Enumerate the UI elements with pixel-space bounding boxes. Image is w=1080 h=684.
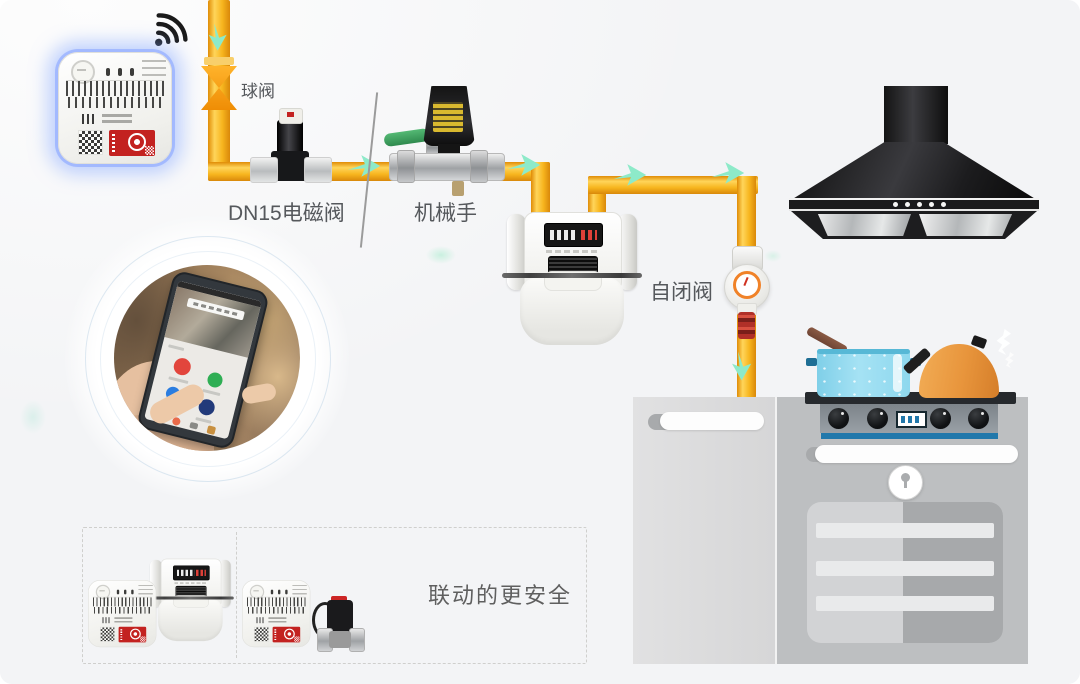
- hood-filter-left: [817, 214, 911, 236]
- app-button-valve: [205, 370, 225, 390]
- decor-smudge: [20, 400, 46, 434]
- valve-nut-right: [470, 150, 488, 183]
- app-button-alarm: [171, 356, 193, 377]
- hand-holding-phone-photo: [114, 265, 300, 451]
- actuator-warning-label: [433, 102, 463, 132]
- app-button-label: [168, 376, 189, 385]
- meter-text-line: [546, 250, 598, 253]
- speaker-icon: [82, 114, 96, 124]
- linkage-panel: [82, 527, 587, 664]
- cabinet-stove-gap: [775, 397, 777, 664]
- label-mechanical-hand: 机械手: [414, 202, 477, 225]
- hood-filter-right: [919, 214, 1013, 236]
- solenoid-cap: [279, 108, 303, 124]
- valve-red-connector: [738, 312, 755, 339]
- cabinet-handle: [660, 412, 764, 430]
- kitchen-cabinet: [633, 397, 775, 664]
- flow-arrow-icon: [710, 159, 746, 186]
- app-mini-icon: [189, 421, 199, 430]
- oven-door: [807, 502, 1003, 643]
- valve-lever-handle: [383, 127, 431, 148]
- brand-mark: [102, 114, 132, 123]
- label-ball-valve: 球阀: [241, 82, 275, 101]
- stove-blue-trim: [821, 433, 998, 439]
- hood-rim: [789, 198, 1039, 211]
- wifi-icon: [137, 1, 199, 63]
- stove-timer-display: [896, 411, 927, 428]
- smartphone: [135, 269, 271, 451]
- oven-rack-bar: [816, 596, 994, 611]
- hood-button: [893, 202, 898, 207]
- oven-rack-bar: [816, 561, 994, 576]
- certification-label: [109, 130, 155, 156]
- oven-dial: [888, 465, 923, 500]
- hood-button: [917, 202, 922, 207]
- stove-knob: [930, 408, 951, 429]
- vent-grille: [66, 80, 164, 96]
- decor-ring: [100, 251, 316, 467]
- valve-center-block: [329, 631, 351, 648]
- pot-highlight: [893, 354, 902, 392]
- vent-grille: [66, 97, 164, 108]
- hood-chimney: [884, 86, 948, 144]
- pipe-flange-band: [204, 57, 234, 65]
- pot-handle-left: [806, 358, 817, 366]
- gas-meter: [502, 211, 642, 347]
- qr-code: [78, 130, 103, 155]
- steam-puff: [1005, 352, 1014, 368]
- hood-button: [905, 202, 910, 207]
- led-legend-text: [142, 60, 166, 80]
- flow-arrow-icon: [346, 152, 382, 179]
- app-button-label: [195, 417, 212, 424]
- flow-arrow-icon: [506, 151, 542, 178]
- solenoid-flange-right: [304, 157, 332, 183]
- steam-puff: [996, 329, 1011, 355]
- stove-knob: [867, 408, 888, 429]
- decor-ring: [85, 236, 331, 482]
- meter-display: [544, 223, 603, 247]
- oven-handle: [815, 445, 1018, 463]
- label-self-closing-valve: 自闭阀: [650, 281, 713, 304]
- hood-button: [941, 202, 946, 207]
- gas-alarm-device: [58, 52, 172, 164]
- gas-pipe-meter-inlet: [531, 162, 550, 217]
- flow-arrow-icon: [726, 350, 758, 382]
- stove-control-panel: [820, 404, 998, 433]
- valve-flange-right: [349, 628, 365, 652]
- valve-nut-left: [397, 150, 415, 183]
- app-section-label: [168, 344, 185, 352]
- stove-knob: [968, 408, 989, 429]
- actuator-neck: [438, 144, 460, 154]
- led-indicators: [106, 68, 140, 76]
- decor-smudge: [764, 250, 782, 262]
- flow-arrow-icon: [612, 161, 648, 188]
- solenoid-flange-left: [250, 157, 278, 183]
- stove-knob: [828, 408, 849, 429]
- drain-fitting: [452, 181, 464, 196]
- meter-clamp-rod: [502, 273, 642, 278]
- oven-rack-bar: [816, 523, 994, 538]
- hood-canopy: [791, 142, 1037, 200]
- meter-pillar-right: [618, 214, 637, 290]
- solenoid-coil: [277, 120, 303, 156]
- app-button-label: [202, 388, 221, 397]
- app-mini-icon: [206, 425, 217, 435]
- pot-rim: [817, 349, 910, 354]
- decor-smudge: [426, 246, 456, 264]
- flow-arrow-icon: [203, 22, 233, 52]
- label-dn15-solenoid: DN15电磁阀: [228, 202, 345, 225]
- kettle: [919, 344, 999, 398]
- meter-pillar-left: [507, 214, 526, 290]
- hood-filter-tray: [791, 211, 1037, 239]
- linkage-panel-divider: [236, 532, 238, 658]
- valve-dial: [733, 271, 761, 299]
- hood-button: [929, 202, 934, 207]
- linkage-caption: 联动的更安全: [428, 583, 573, 608]
